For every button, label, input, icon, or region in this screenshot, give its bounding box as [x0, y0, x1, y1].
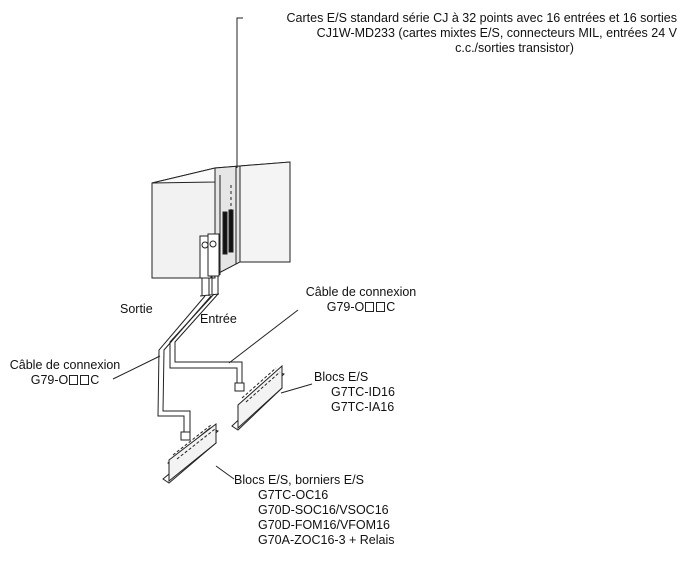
output-port-label: Sortie — [120, 302, 153, 316]
blocks-output-model: G70D-SOC16/VSOC16 — [258, 503, 389, 517]
blocks-input-leader — [280, 383, 313, 394]
placeholder-box — [376, 302, 386, 312]
output-cable-plug — [180, 431, 191, 441]
input-cable — [169, 293, 238, 383]
blocks-input-model: G7TC-ID16 — [331, 385, 395, 399]
blocks-input-model: G7TC-IA16 — [331, 400, 395, 414]
cable-left-model: G79-O C — [4, 373, 126, 388]
cable-left-leader — [112, 355, 161, 380]
cable-left-label: Câble de connexion G79-O C — [4, 358, 126, 388]
module-label-line2: CJ1W-MD233 (cartes mixtes E/S, connecteu… — [316, 26, 677, 40]
blocks-output-label: Blocs E/S, borniers E/S G7TC-OC16 G70D-S… — [234, 473, 395, 548]
input-plug — [207, 233, 220, 277]
mil-connector-slot — [222, 211, 228, 255]
cable-right-model: G79-O C — [296, 300, 426, 315]
input-cable-plug — [234, 382, 245, 392]
mil-connector-slot — [228, 209, 234, 253]
module-label-leader — [236, 17, 243, 168]
cable-right-model-suffix: C — [386, 300, 396, 314]
cable-left-model-prefix: G79-O — [30, 373, 69, 387]
blocks-input-label: Blocs E/S G7TC-ID16 G7TC-IA16 — [314, 370, 395, 415]
module-label: Cartes E/S standard série CJ à 32 points… — [242, 11, 678, 56]
cable-right-title: Câble de connexion — [305, 285, 417, 299]
cable-right-model-prefix: G79-O — [326, 300, 365, 314]
io-block-output — [162, 422, 219, 484]
module-label-line1: Cartes E/S standard série CJ à 32 points… — [286, 11, 678, 25]
cables — [112, 293, 313, 480]
placeholder-box — [365, 302, 375, 312]
io-block-input — [231, 364, 285, 431]
blocks-output-model: G70D-FOM16/VFOM16 — [258, 518, 390, 532]
module-label-line3: c.c./sorties transistor) — [455, 41, 574, 55]
cable-right-label: Câble de connexion G79-O C — [296, 285, 426, 315]
blocks-output-model: G70A-ZOC16-3 + Relais — [258, 533, 395, 547]
input-port-label: Entrée — [200, 312, 237, 326]
output-cable — [157, 295, 206, 433]
cable-right-leader — [228, 309, 299, 364]
cable-left-model-suffix: C — [90, 373, 100, 387]
blocks-output-model: G7TC-OC16 — [258, 488, 329, 502]
plc-unit — [151, 161, 291, 297]
blocks-output-leader — [215, 465, 235, 480]
blocks-output-title: Blocs E/S, borniers E/S — [234, 473, 364, 487]
placeholder-box — [80, 375, 90, 385]
cable-left-title: Câble de connexion — [9, 358, 121, 372]
cable-ends — [180, 382, 245, 441]
placeholder-box — [69, 375, 79, 385]
blocks-input-title: Blocs E/S — [314, 370, 369, 384]
plc-right-module — [239, 161, 291, 263]
